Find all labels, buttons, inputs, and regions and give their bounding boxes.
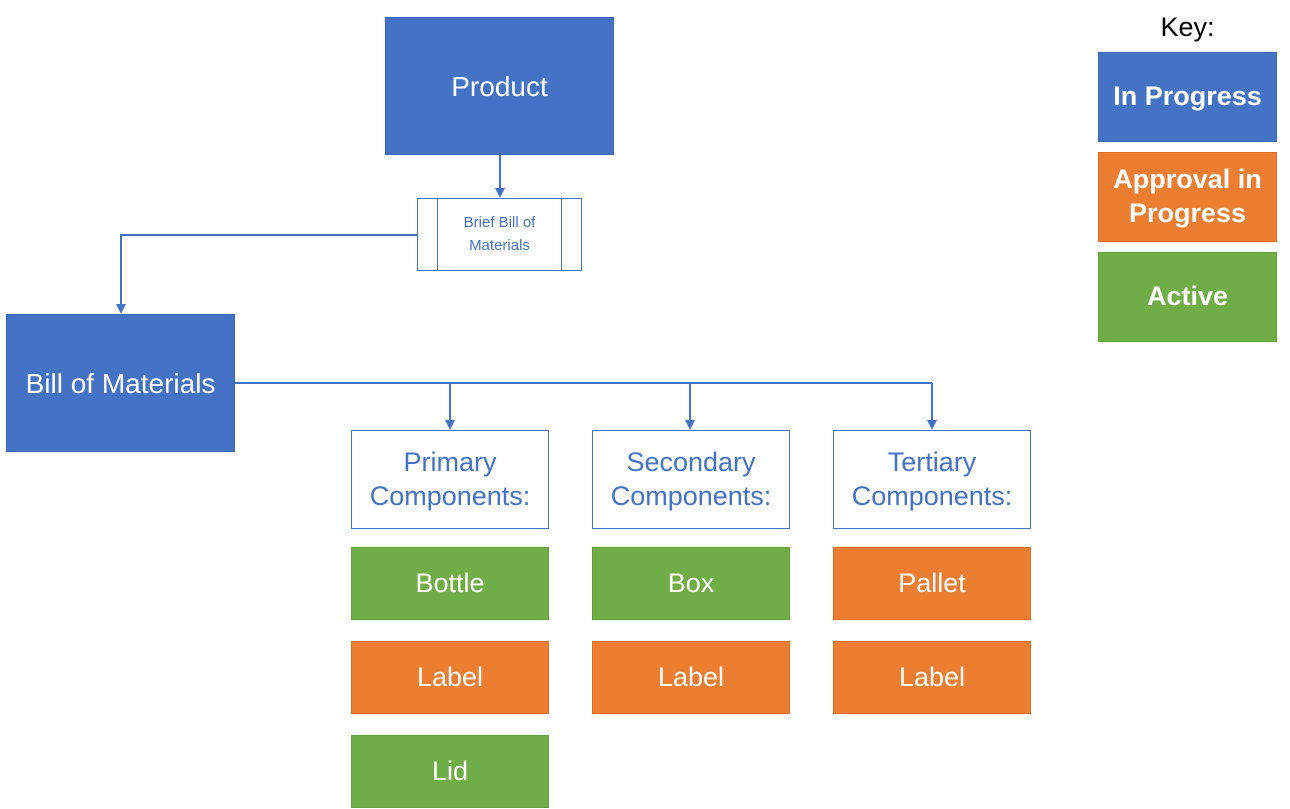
component-item-label: Label bbox=[898, 661, 966, 692]
product-label: Product bbox=[451, 70, 548, 102]
component-item: Pallet bbox=[833, 547, 1031, 620]
primary-heading-label: Primary Components: bbox=[369, 446, 531, 511]
component-item-label: Label bbox=[657, 661, 725, 692]
component-item: Label bbox=[592, 641, 790, 714]
secondary-components-heading: Secondary Components: bbox=[592, 430, 790, 529]
component-item: Label bbox=[351, 641, 549, 714]
component-item-label: Bottle bbox=[415, 567, 485, 598]
brief-bom-node: Brief Bill of Materials bbox=[417, 198, 582, 271]
tertiary-heading-label: Tertiary Components: bbox=[851, 446, 1013, 511]
component-item-label: Lid bbox=[431, 755, 469, 786]
brief-bom-label: Brief Bill of Materials bbox=[463, 214, 536, 254]
key-approval-in-progress: Approval in Progress bbox=[1098, 152, 1277, 242]
component-item-label: Pallet bbox=[898, 567, 966, 598]
component-item: Box bbox=[592, 547, 790, 620]
key-title: Key: bbox=[1160, 12, 1215, 42]
key-approval-label: Approval in Progress bbox=[1113, 164, 1262, 228]
component-item: Label bbox=[833, 641, 1031, 714]
key-in-progress: In Progress bbox=[1098, 52, 1277, 142]
connector-brief-bom bbox=[116, 234, 417, 314]
component-item: Lid bbox=[351, 735, 549, 808]
key-active-label: Active bbox=[1146, 281, 1229, 312]
primary-components-heading: Primary Components: bbox=[351, 430, 549, 529]
product-node: Product bbox=[385, 17, 614, 155]
key-in-progress-label: In Progress bbox=[1113, 81, 1262, 112]
secondary-heading-label: Secondary Components: bbox=[610, 446, 772, 511]
component-item-label: Label bbox=[416, 661, 484, 692]
component-item-label: Box bbox=[667, 567, 715, 598]
bom-label: Bill of Materials bbox=[25, 367, 216, 399]
bom-node: Bill of Materials bbox=[6, 314, 235, 452]
key-active: Active bbox=[1098, 252, 1277, 342]
component-item: Bottle bbox=[351, 547, 549, 620]
tertiary-components-heading: Tertiary Components: bbox=[833, 430, 1031, 529]
